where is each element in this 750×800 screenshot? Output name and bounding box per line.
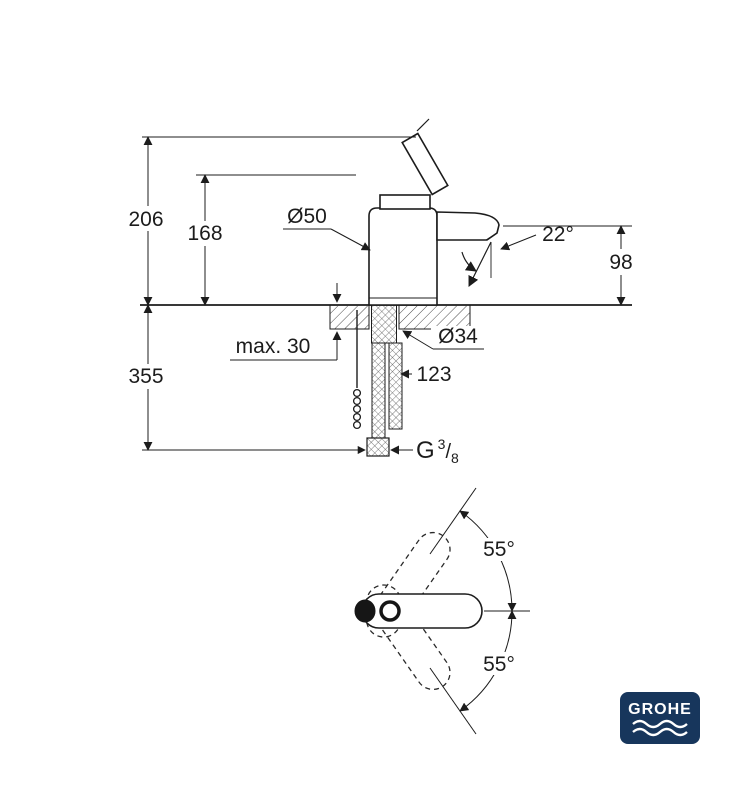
thread-denominator: 8 (451, 450, 459, 466)
supply-hose-left (371, 342, 386, 439)
hole-diameter-leader (402, 330, 434, 350)
angle-arc-arrow (461, 251, 477, 272)
logo-wave-icon (632, 719, 688, 729)
deck-section-left (329, 304, 370, 330)
cartridge-neck (379, 194, 431, 210)
label-backing (603, 249, 639, 275)
lever-plan-view: 55° 55° (354, 487, 530, 735)
label-lever-height: 168 (187, 222, 222, 245)
label-body-diameter: Ø50 (287, 205, 327, 228)
label-max-deck-thickness: max. 30 (236, 335, 311, 358)
side-elevation-view: 206 168 Ø50 22° 98 355 max. 30 Ø34 123 G… (124, 118, 639, 466)
cord-beads (352, 388, 362, 430)
label-backing (124, 206, 168, 231)
water-stream-arrow (468, 241, 492, 287)
label-backing (479, 652, 519, 675)
lever-tip-edge (416, 118, 430, 132)
label-total-height: 206 (128, 208, 163, 231)
thread-slash: / (445, 441, 451, 463)
logo-wave-icon (632, 727, 688, 737)
angle-leader-line (500, 234, 537, 251)
thread-prefix: G (416, 437, 435, 464)
lever-end-cap (354, 599, 376, 623)
label-swing-down: 55° (483, 653, 515, 676)
mounting-shank (371, 304, 397, 344)
body-diameter-leader (330, 228, 371, 251)
grohe-logo: GROHE (620, 692, 700, 744)
aerator-face (485, 232, 498, 241)
label-hole-diameter: Ø34 (438, 325, 478, 348)
thread-connector (366, 437, 390, 457)
label-below-deck: 355 (128, 365, 163, 388)
logo-background (620, 692, 700, 744)
label-spout-angle: 22° (542, 223, 574, 246)
spout (436, 211, 500, 241)
radial-line-up (429, 487, 477, 555)
label-hose-dim: 123 (416, 363, 451, 386)
radial-line-down (429, 667, 477, 735)
logo-wordmark: GROHE (628, 701, 692, 718)
label-backing (431, 326, 485, 347)
lever-handle (401, 132, 449, 196)
supply-hose-right (388, 342, 403, 430)
label-backing (124, 364, 168, 389)
label-backing (183, 221, 227, 246)
thread-numerator: 3 (438, 436, 446, 452)
faucet-body (368, 207, 438, 306)
label-backing (479, 538, 519, 561)
label-swing-up: 55° (483, 538, 515, 561)
label-spout-height: 98 (609, 251, 632, 274)
cartridge-axis-ring (379, 600, 401, 622)
